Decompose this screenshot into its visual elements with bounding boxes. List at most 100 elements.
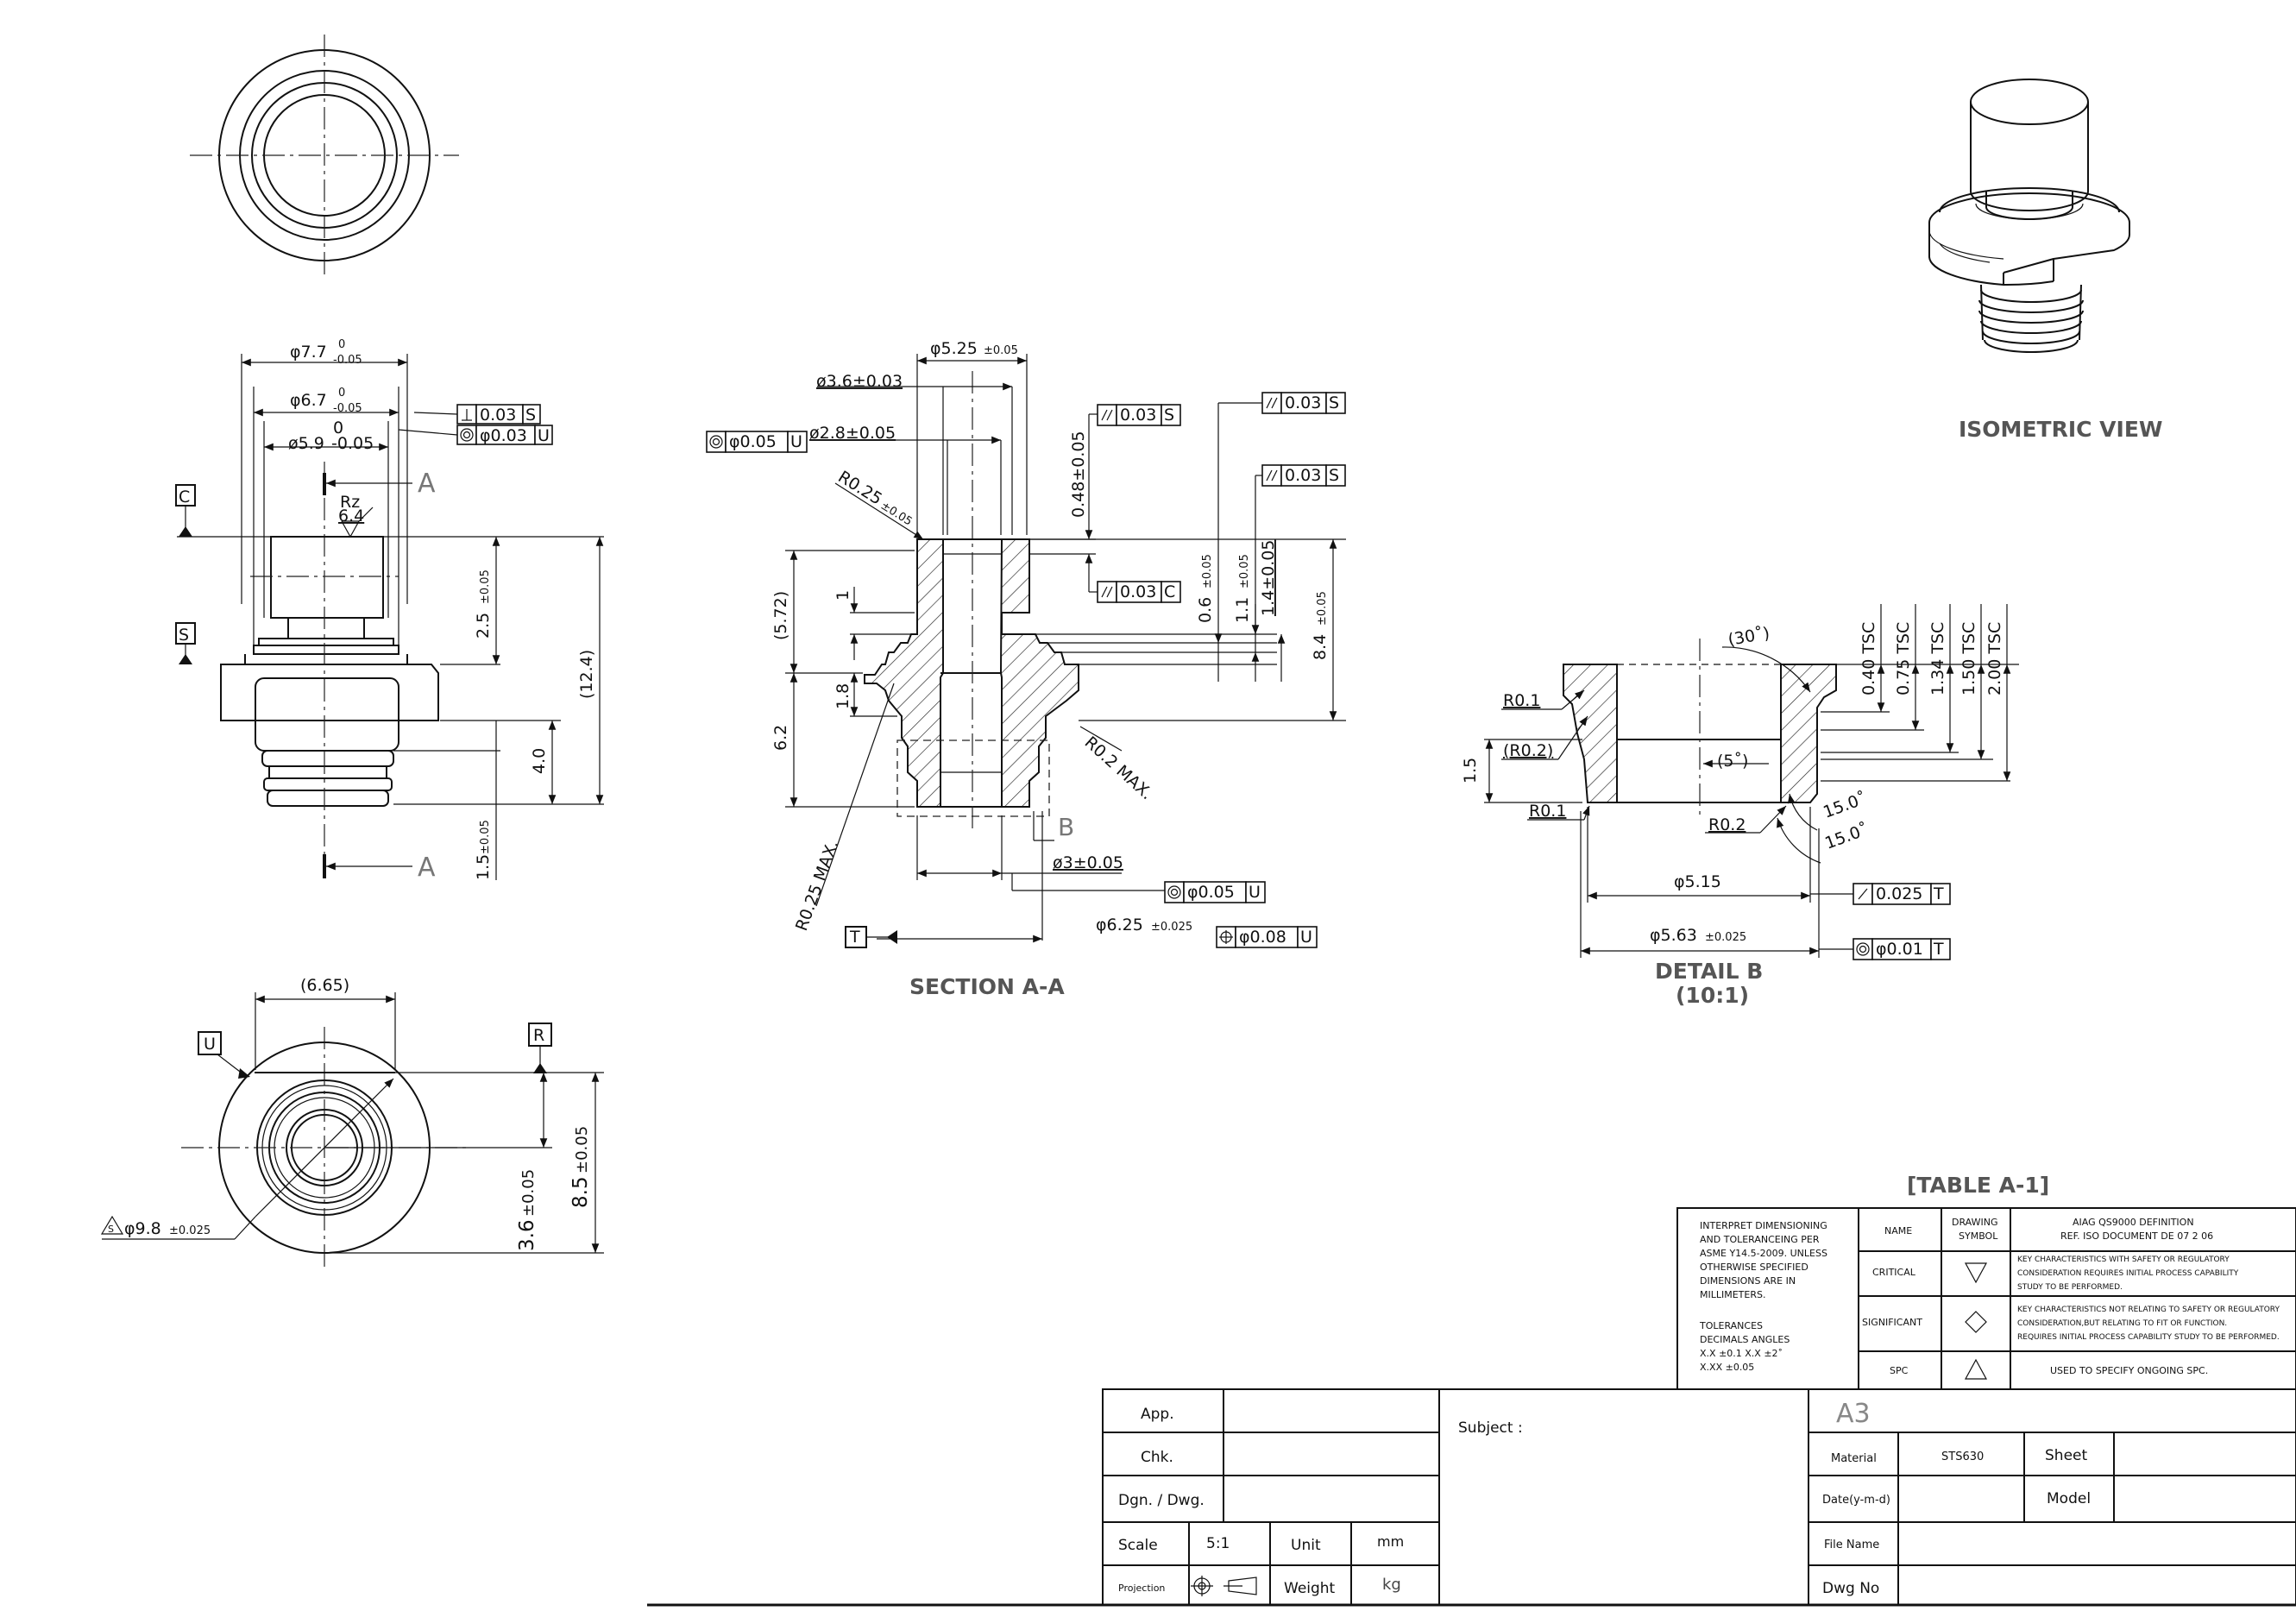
h-total: (12.4) xyxy=(577,650,596,699)
angle-30: (30˚) xyxy=(1727,624,1771,650)
h-84: 8.4 xyxy=(1311,634,1330,660)
r-025-max: R0.25 MAX. xyxy=(792,838,842,934)
section-view xyxy=(706,354,1346,948)
angle-5: (5˚) xyxy=(1717,752,1748,771)
r02: R0.2 xyxy=(1708,815,1746,834)
detail-labels: (30˚) 0.40 TSC 0.75 TSC 1.34 TSC 1.50 TS… xyxy=(1461,622,2004,1008)
svg-text:±0.05: ±0.05 xyxy=(1316,591,1329,626)
svg-text:2.00 TSC: 2.00 TSC xyxy=(1985,622,2004,695)
svg-text:T: T xyxy=(1933,884,1944,903)
svg-text:φ0.05: φ0.05 xyxy=(1187,883,1235,902)
top-view xyxy=(190,35,459,278)
svg-text:kg: kg xyxy=(1382,1576,1401,1594)
svg-text:U: U xyxy=(1300,928,1312,947)
d-36: ø3.6±0.03 xyxy=(816,372,903,391)
svg-text:φ0.08: φ0.08 xyxy=(1239,928,1286,947)
svg-text:±0.05: ±0.05 xyxy=(479,570,492,604)
svg-text:Scale: Scale xyxy=(1118,1537,1158,1554)
table-a1-title: [TABLE A-1] xyxy=(1907,1173,2049,1198)
h-18: 1.8 xyxy=(833,683,852,709)
svg-text:Material: Material xyxy=(1831,1452,1877,1465)
svg-text:T: T xyxy=(849,928,860,947)
svg-text:SIGNIFICANT: SIGNIFICANT xyxy=(1862,1317,1922,1328)
svg-text:TOLERANCES: TOLERANCES xyxy=(1699,1320,1763,1331)
svg-text:Dgn. / Dwg.: Dgn. / Dwg. xyxy=(1118,1492,1205,1509)
svg-text:C: C xyxy=(1164,582,1175,601)
svg-text:U: U xyxy=(1249,883,1261,902)
svg-text:±0.025: ±0.025 xyxy=(1151,921,1192,934)
r01-top: R0.1 xyxy=(1503,691,1540,710)
svg-text:0.75 TSC: 0.75 TSC xyxy=(1894,622,1913,695)
svg-text:STUDY TO BE PERFORMED.: STUDY TO BE PERFORMED. xyxy=(2017,1283,2123,1292)
svg-text:AIAG QS9000 DEFINITION: AIAG QS9000 DEFINITION xyxy=(2073,1217,2194,1228)
svg-text:REF. ISO DOCUMENT DE 07 2 06: REF. ISO DOCUMENT DE 07 2 06 xyxy=(2060,1230,2213,1242)
svg-text:±0.025: ±0.025 xyxy=(1705,931,1746,944)
svg-text:DRAWING: DRAWING xyxy=(1952,1217,1997,1228)
bottom-view-labels: (6.65) U R S φ9.8 ±0.025 3.6 ±0.05 8.5 ±… xyxy=(108,976,592,1251)
title-block: App. Chk. Dgn. / Dwg. Scale 5:1 Unit mm … xyxy=(647,1388,2296,1607)
front-view xyxy=(175,354,604,880)
svg-text:±0.05: ±0.05 xyxy=(479,820,492,854)
h-11: 1.1 xyxy=(1233,597,1252,623)
svg-text:U: U xyxy=(790,432,802,451)
svg-text:S: S xyxy=(1329,393,1339,412)
svg-text:INTERPRET DIMENSIONING: INTERPRET DIMENSIONING xyxy=(1700,1220,1827,1231)
svg-text:1.34 TSC: 1.34 TSC xyxy=(1928,622,1947,695)
svg-text:X.XX ±0.05: X.XX ±0.05 xyxy=(1700,1362,1754,1373)
svg-text:Weight: Weight xyxy=(1284,1580,1336,1597)
isometric-title: ISOMETRIC VIEW xyxy=(1959,417,2162,442)
svg-text:0.025: 0.025 xyxy=(1876,884,1922,903)
svg-text:±0.05: ±0.05 xyxy=(1238,554,1251,588)
datum-u-box xyxy=(198,1031,222,1055)
svg-text:CONSIDERATION REQUIRES INITIAL: CONSIDERATION REQUIRES INITIAL PROCESS C… xyxy=(2017,1269,2239,1278)
d-inner: ø5.9 xyxy=(288,434,324,453)
d-625: φ6.25 xyxy=(1096,916,1143,935)
svg-text:±0.05: ±0.05 xyxy=(1201,554,1214,588)
h-15-detail: 1.5 xyxy=(1461,758,1480,783)
svg-text:DECIMALS ANGLES: DECIMALS ANGLES xyxy=(1700,1334,1790,1345)
svg-text:File Name: File Name xyxy=(1824,1539,1879,1551)
svg-text:0: 0 xyxy=(333,418,343,437)
h-1: 1 xyxy=(833,590,852,601)
h-15: 1.5 xyxy=(474,854,493,880)
d-525: φ5.25 xyxy=(930,339,978,358)
svg-text:Projection: Projection xyxy=(1118,1583,1165,1594)
h-572: (5.72) xyxy=(771,591,790,640)
svg-text:0.03: 0.03 xyxy=(1285,466,1321,485)
r02-paren: (R0.2) xyxy=(1503,741,1553,760)
angle-15a: 15.0˚ xyxy=(1821,789,1869,821)
d-048: 0.48±0.05 xyxy=(1069,431,1088,518)
svg-text:SPC: SPC xyxy=(1890,1365,1909,1376)
svg-text:1.50 TSC: 1.50 TSC xyxy=(1959,622,1978,695)
d-3: ø3±0.05 xyxy=(1053,853,1123,872)
svg-text:±0.05: ±0.05 xyxy=(519,1169,538,1217)
h-62: 6.2 xyxy=(771,725,790,751)
svg-text:R: R xyxy=(533,1026,544,1045)
svg-text:MILLIMETERS.: MILLIMETERS. xyxy=(1700,1289,1765,1300)
detail-view xyxy=(1484,604,2019,960)
sheet-size: A3 xyxy=(1836,1399,1871,1429)
h-36: 3.6 xyxy=(516,1219,538,1251)
svg-text:0.40 TSC: 0.40 TSC xyxy=(1859,622,1878,695)
width-dim: (6.65) xyxy=(300,976,349,995)
svg-text:X.X ±0.1 X.X ±2˚: X.X ±0.1 X.X ±2˚ xyxy=(1700,1348,1783,1359)
svg-text:-0.05: -0.05 xyxy=(333,354,362,367)
svg-text:0: 0 xyxy=(338,338,345,351)
svg-text:Model: Model xyxy=(2047,1490,2091,1507)
svg-text:KEY CHARACTERISTICS NOT RELATI: KEY CHARACTERISTICS NOT RELATING TO SAFE… xyxy=(2017,1306,2280,1314)
svg-text:Sheet: Sheet xyxy=(2045,1447,2087,1464)
bottom-view xyxy=(100,992,604,1268)
r01-bottom: R0.1 xyxy=(1529,802,1566,821)
svg-text:OTHERWISE SPECIFIED: OTHERWISE SPECIFIED xyxy=(1700,1262,1808,1273)
svg-text:C: C xyxy=(179,488,190,507)
d-563: φ5.63 xyxy=(1650,926,1697,945)
svg-text:6.4: 6.4 xyxy=(338,507,364,525)
angle-15b: 15.0˚ xyxy=(1822,820,1871,853)
isometric-view: ISOMETRIC VIEW xyxy=(1928,79,2162,442)
h-85: 8.5 xyxy=(569,1176,592,1208)
svg-text:App.: App. xyxy=(1141,1406,1174,1423)
d-515: φ5.15 xyxy=(1674,872,1721,891)
section-mark-top: A xyxy=(418,469,436,499)
svg-text:NAME: NAME xyxy=(1884,1225,1912,1237)
